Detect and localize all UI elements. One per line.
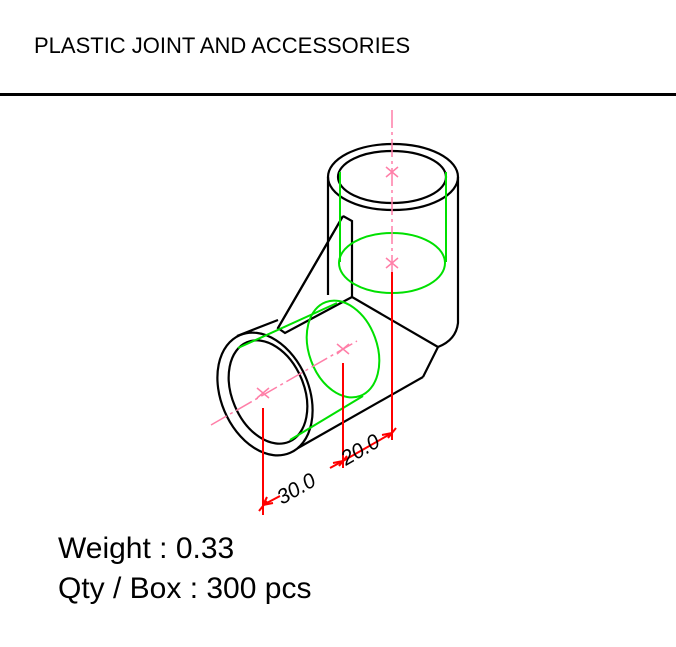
hidden-lines (237, 172, 447, 441)
qty-per-box-label: Qty / Box : 300 pcs (58, 572, 312, 605)
page-title: PLASTIC JOINT AND ACCESSORIES (34, 33, 411, 58)
dimension-lines (258, 272, 397, 515)
weight-label: Weight : 0.33 (58, 532, 235, 565)
centerlines (210, 110, 399, 426)
dimension-30: 30.0 (273, 469, 320, 510)
header-divider (0, 93, 676, 96)
